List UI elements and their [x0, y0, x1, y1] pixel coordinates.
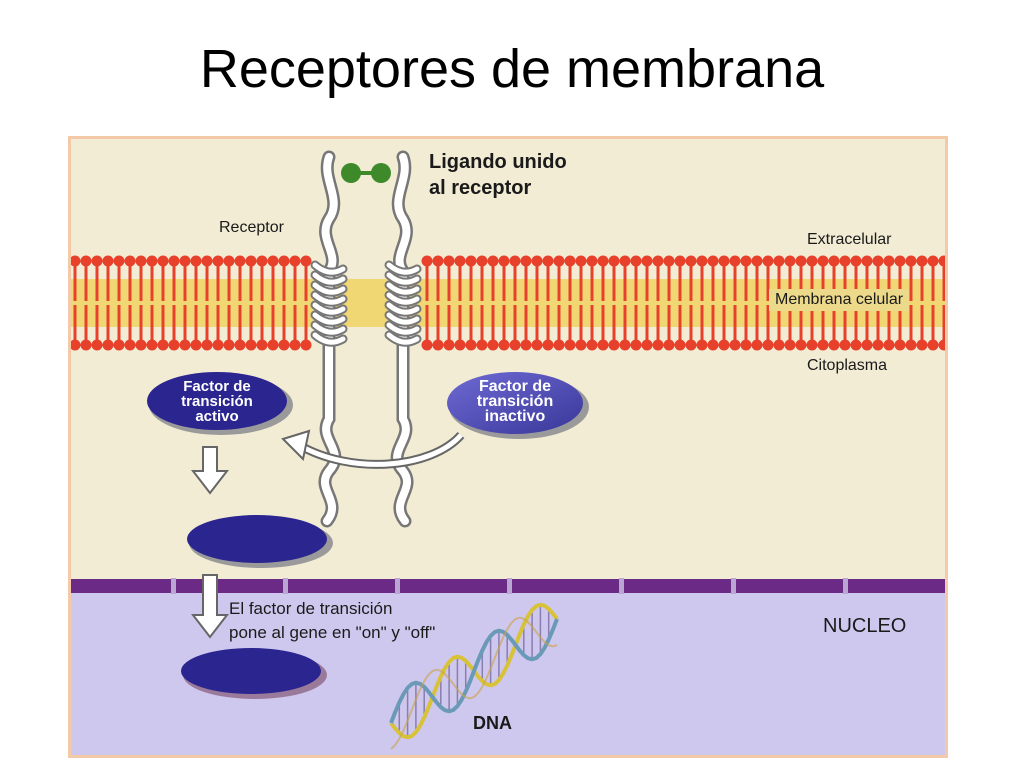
ligand: [341, 163, 391, 183]
receptor: [310, 150, 422, 528]
active-factor-label: Factor de transición activo: [181, 378, 253, 425]
factor-active-oval: [147, 372, 287, 430]
down-arrow-1: [190, 446, 230, 495]
nucleus-label: NUCLEO: [823, 615, 907, 637]
nuclear-envelope: [71, 578, 945, 594]
gene-switch-label: El factor de transición pone al gene en …: [229, 599, 436, 642]
ligand-label: Ligando unido al receptor: [429, 151, 567, 199]
membrane-label: Membrana celular: [769, 289, 910, 311]
down-arrow-2: [190, 574, 230, 639]
activation-arrow: [281, 429, 465, 469]
diagram-canvas: [71, 150, 945, 755]
factor-nucleus-oval: [181, 648, 321, 694]
cytoplasm-label: Citoplasma: [807, 357, 888, 374]
inactive-factor-label: Factor de transición inactivo: [476, 378, 554, 425]
factor-moving-oval: [187, 515, 327, 563]
dna-helix: [389, 602, 559, 750]
slide-title: Receptores de membrana: [199, 39, 825, 99]
receptor-label: Receptor: [219, 219, 284, 236]
membrane-receptor-diagram: Ligando unido al receptor Receptor Extra…: [68, 136, 948, 758]
dna-label: DNA: [473, 713, 512, 733]
factor-inactive-oval: [447, 372, 583, 434]
extracellular-label: Extracelular: [807, 231, 892, 248]
cell-membrane: [71, 255, 945, 351]
